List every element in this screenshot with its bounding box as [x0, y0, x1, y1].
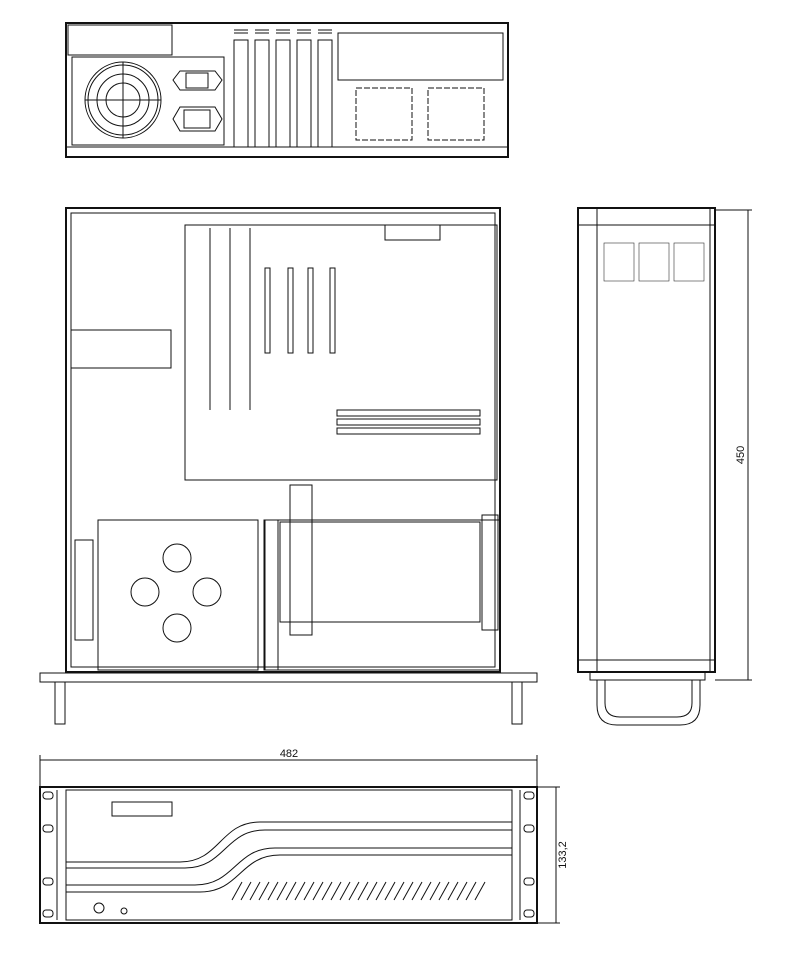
vent-slot: [267, 881, 279, 901]
front-flange: [39, 672, 538, 725]
memory-slots: [336, 409, 481, 435]
power-button: [93, 902, 105, 914]
drive-bay-left: [74, 519, 259, 671]
pci-slots: [209, 228, 336, 410]
side-vents: [603, 242, 705, 282]
vent-slot: [258, 881, 270, 901]
vent-slot: [357, 881, 369, 901]
front-vent-slots: [231, 881, 486, 901]
handle: [596, 680, 701, 726]
io-panel: [337, 32, 504, 81]
fan-icon: [84, 61, 162, 139]
psu: [70, 329, 172, 369]
vent-slot: [339, 881, 351, 901]
front-view: 482 133,2: [39, 748, 569, 924]
vent-slot: [375, 881, 387, 901]
rack-holes: [42, 791, 535, 918]
height-dimension: 133,2: [537, 786, 569, 924]
motherboard: [184, 224, 498, 481]
top-view: [39, 207, 538, 725]
side-view: 450: [577, 207, 752, 726]
vent-slot: [411, 881, 423, 901]
reset-button: [120, 907, 128, 915]
vent-slot: [294, 881, 306, 901]
vent-slot: [429, 881, 441, 901]
depth-dimension: 450: [715, 209, 752, 681]
vent-slot: [330, 881, 342, 901]
vent-slot: [438, 881, 450, 901]
vent-slot: [366, 881, 378, 901]
vent-slot: [249, 881, 261, 901]
vent-slot: [231, 881, 243, 901]
vent-slot: [348, 881, 360, 901]
width-dimension: 482: [39, 748, 538, 787]
display-window: [111, 801, 173, 817]
vent-slot: [465, 881, 477, 901]
vent-slot: [456, 881, 468, 901]
power-socket-icon: [172, 70, 223, 132]
depth-label: 450: [735, 446, 747, 464]
vent-slot: [285, 881, 297, 901]
front-bezel-lines: [66, 821, 512, 893]
psu-panel: [71, 56, 225, 146]
vent-slot: [276, 881, 288, 901]
vent-slot: [447, 881, 459, 901]
width-label: 482: [280, 748, 298, 760]
vent-slot: [384, 881, 396, 901]
drive-bay-right: [263, 484, 501, 671]
vent-slot: [474, 881, 486, 901]
vent-slot: [240, 881, 252, 901]
vent-slot: [420, 881, 432, 901]
rear-view: [65, 22, 509, 158]
vent-slot: [402, 881, 414, 901]
vent-slot: [303, 881, 315, 901]
vent-slot: [321, 881, 333, 901]
expansion-slots: [233, 29, 333, 148]
vent-slot: [393, 881, 405, 901]
height-label: 133,2: [557, 841, 569, 869]
vent-slot: [312, 881, 324, 901]
vent-grid: [355, 87, 413, 141]
vent-grid: [427, 87, 485, 141]
